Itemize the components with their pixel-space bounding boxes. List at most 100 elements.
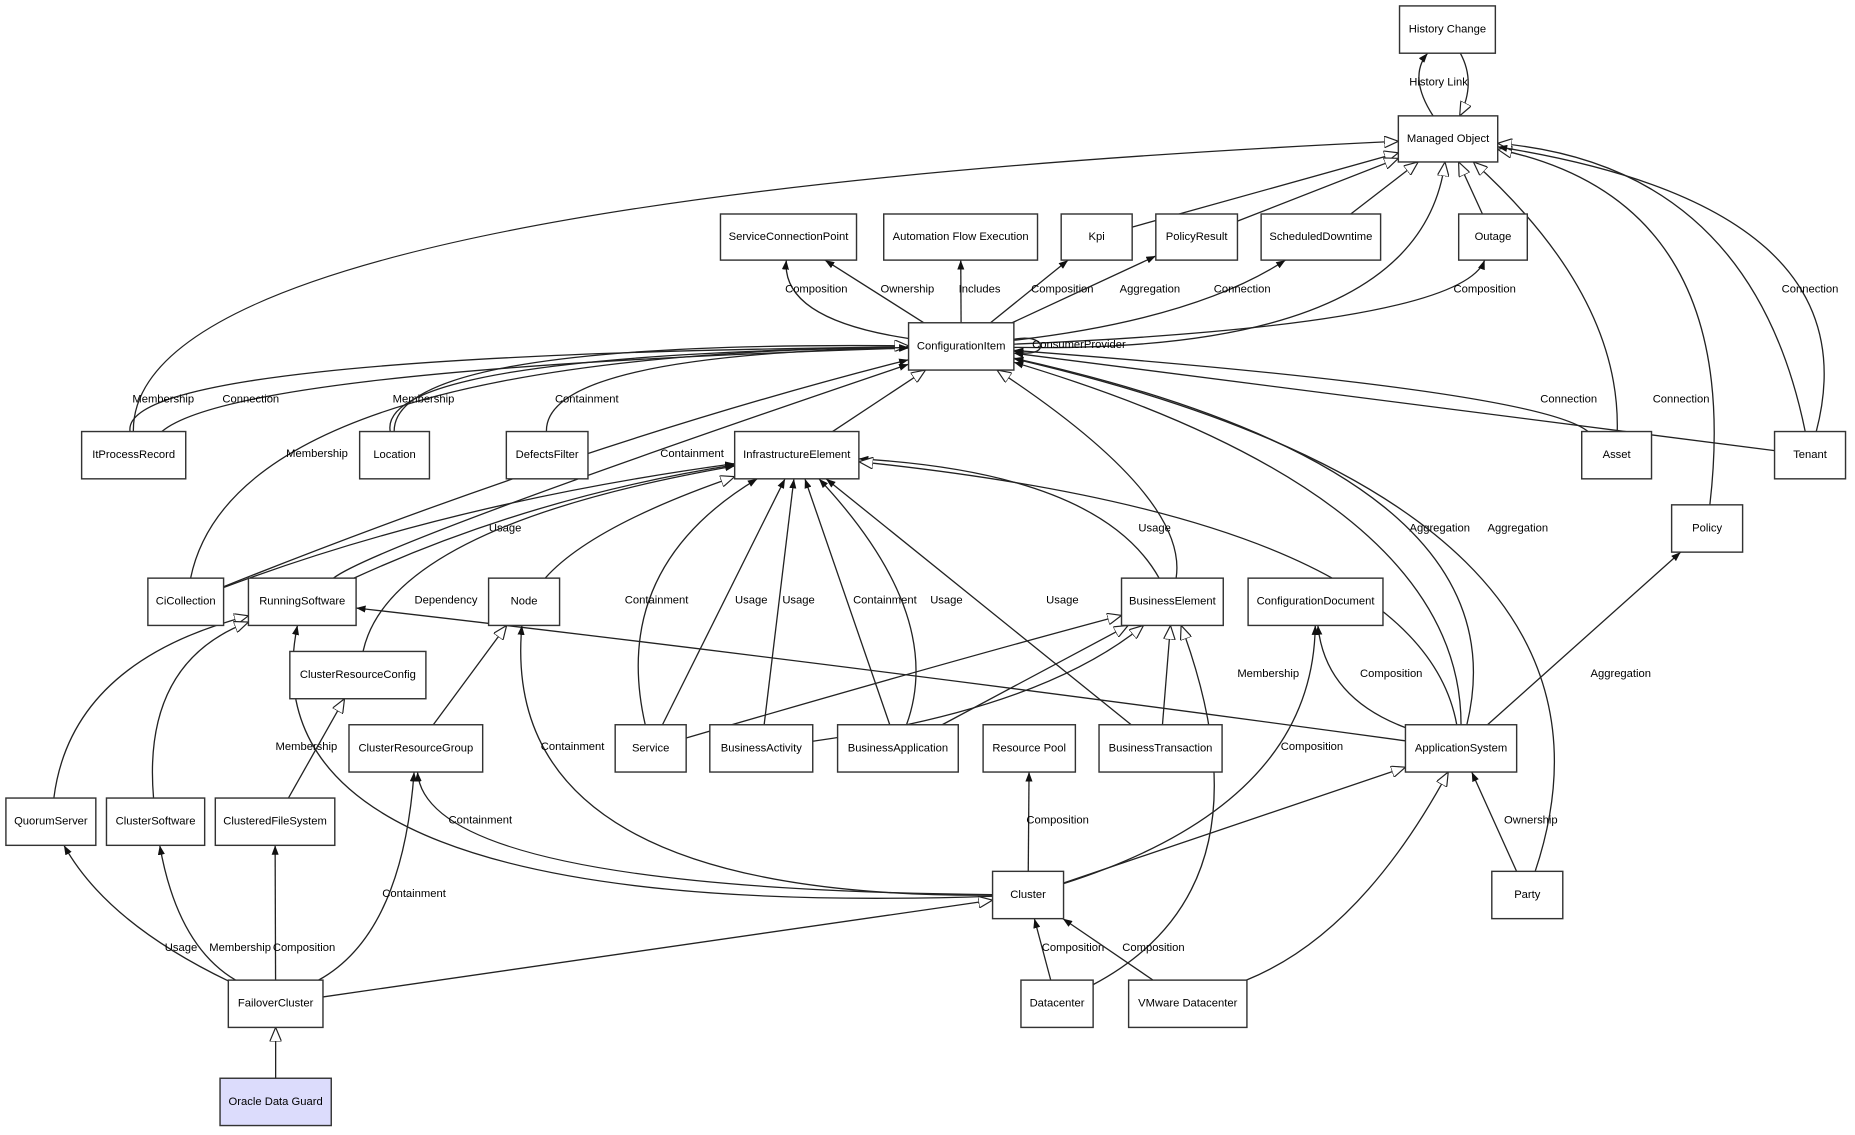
class-box[interactable]: [1060, 213, 1133, 261]
class-box[interactable]: [505, 430, 589, 480]
edge-label: Connection: [1214, 284, 1271, 296]
class-node-qs[interactable]: QuorumServer: [5, 797, 97, 847]
class-node-policy[interactable]: Policy: [1670, 504, 1744, 553]
class-node-rs[interactable]: RunningSoftware: [247, 577, 357, 627]
class-box[interactable]: [80, 430, 187, 480]
class-node-be[interactable]: BusinessElement: [1120, 577, 1224, 627]
class-box[interactable]: [1404, 724, 1518, 773]
class-box[interactable]: [1397, 115, 1499, 163]
class-node-fc[interactable]: FailoverCluster: [227, 979, 324, 1029]
association-edge-loc-ci: [389, 343, 909, 432]
class-name: BusinessActivity: [721, 742, 802, 754]
generalization-edge-bt-be: [1161, 625, 1170, 725]
class-node-party[interactable]: Party: [1491, 870, 1564, 920]
edge-label: Containment: [625, 595, 690, 607]
association-edge-cic-ci: [189, 343, 909, 579]
class-node-cfs[interactable]: ClusteredFileSystem: [214, 797, 336, 847]
class-node-ie[interactable]: InfrastructureElement: [733, 430, 860, 480]
class-node-rp[interactable]: Resource Pool: [982, 724, 1077, 773]
class-box[interactable]: [1098, 724, 1223, 773]
class-box[interactable]: [1127, 979, 1248, 1029]
association-edge-cic-ie: [223, 461, 735, 589]
class-name: Service: [632, 742, 669, 754]
class-box[interactable]: [1120, 577, 1224, 627]
class-box[interactable]: [105, 797, 206, 847]
class-name: Oracle Data Guard: [229, 1096, 323, 1108]
edge-label: Usage: [930, 595, 962, 607]
class-node-node[interactable]: Node: [487, 577, 561, 627]
class-node-kpi[interactable]: Kpi: [1060, 213, 1133, 261]
class-box[interactable]: [5, 797, 97, 847]
class-box[interactable]: [982, 724, 1077, 773]
class-box[interactable]: [614, 724, 687, 773]
class-node-ipr[interactable]: ItProcessRecord: [80, 430, 187, 480]
class-node-outage[interactable]: Outage: [1457, 213, 1529, 261]
class-node-ba[interactable]: BusinessActivity: [709, 724, 814, 773]
association-edge-ipr-ci: [129, 343, 909, 432]
class-node-afe[interactable]: Automation Flow Execution: [883, 213, 1039, 261]
class-box[interactable]: [709, 724, 814, 773]
class-box[interactable]: [219, 1077, 332, 1127]
class-box[interactable]: [1581, 430, 1653, 480]
class-box[interactable]: [1491, 870, 1564, 920]
class-node-bapp[interactable]: BusinessApplication: [836, 724, 959, 773]
class-node-ci[interactable]: ConfigurationItem: [907, 322, 1015, 371]
association-edge-ci-outage: [1013, 259, 1486, 345]
class-node-crc[interactable]: ClusterResourceConfig: [289, 650, 427, 700]
class-box[interactable]: [991, 870, 1065, 920]
class-node-svc[interactable]: Service: [614, 724, 687, 773]
generalization-edge-outage-mo: [1459, 162, 1484, 215]
class-box[interactable]: [289, 650, 427, 700]
class-node-tenant[interactable]: Tenant: [1773, 430, 1847, 480]
class-node-vdc[interactable]: VMware Datacenter: [1127, 979, 1248, 1029]
association-edge-dc-cluster: [1033, 918, 1052, 981]
class-box[interactable]: [227, 979, 324, 1029]
class-box[interactable]: [836, 724, 959, 773]
edge-label: Connection: [222, 394, 279, 406]
class-box[interactable]: [358, 430, 431, 480]
class-box[interactable]: [247, 577, 357, 627]
class-box[interactable]: [907, 322, 1015, 371]
class-node-loc[interactable]: Location: [358, 430, 431, 480]
generalization-edge-asset-mo: [1473, 162, 1618, 432]
class-node-mo[interactable]: Managed Object: [1397, 115, 1499, 163]
class-box[interactable]: [1260, 213, 1382, 261]
class-node-scp[interactable]: ServiceConnectionPoint: [719, 213, 858, 261]
class-box[interactable]: [1155, 213, 1239, 261]
class-box[interactable]: [883, 213, 1039, 261]
class-box[interactable]: [348, 724, 484, 773]
class-node-crg[interactable]: ClusterResourceGroup: [348, 724, 484, 773]
class-node-oracle[interactable]: Oracle Data Guard: [219, 1077, 332, 1127]
class-node-cd[interactable]: ConfigurationDocument: [1247, 577, 1384, 627]
edge-label: Connection: [1782, 284, 1839, 296]
class-node-dc[interactable]: Datacenter: [1020, 979, 1094, 1029]
class-box[interactable]: [733, 430, 860, 480]
class-box[interactable]: [1247, 577, 1384, 627]
class-node-cs[interactable]: ClusterSoftware: [105, 797, 206, 847]
class-box[interactable]: [1670, 504, 1744, 553]
class-box[interactable]: [1020, 979, 1094, 1029]
class-node-asset[interactable]: Asset: [1581, 430, 1653, 480]
edge-label: Containment: [382, 888, 447, 900]
class-node-cluster[interactable]: Cluster: [991, 870, 1065, 920]
class-node-sd[interactable]: ScheduledDowntime: [1260, 213, 1382, 261]
class-node-cic[interactable]: CiCollection: [147, 577, 225, 627]
class-node-df[interactable]: DefectsFilter: [505, 430, 589, 480]
class-box[interactable]: [487, 577, 561, 627]
class-box[interactable]: [719, 213, 858, 261]
class-box[interactable]: [214, 797, 336, 847]
class-box[interactable]: [1773, 430, 1847, 480]
class-node-pr[interactable]: PolicyResult: [1155, 213, 1239, 261]
class-box[interactable]: [147, 577, 225, 627]
class-node-hc[interactable]: History Change: [1398, 5, 1497, 54]
class-box[interactable]: [1398, 5, 1497, 54]
class-box[interactable]: [1457, 213, 1529, 261]
generalization-edge-as-ie: [859, 462, 1458, 725]
generalization-edge-cfs-crc: [287, 699, 344, 799]
class-node-bt[interactable]: BusinessTransaction: [1098, 724, 1223, 773]
class-name: ConfigurationDocument: [1257, 596, 1376, 608]
class-node-as[interactable]: ApplicationSystem: [1404, 724, 1518, 773]
